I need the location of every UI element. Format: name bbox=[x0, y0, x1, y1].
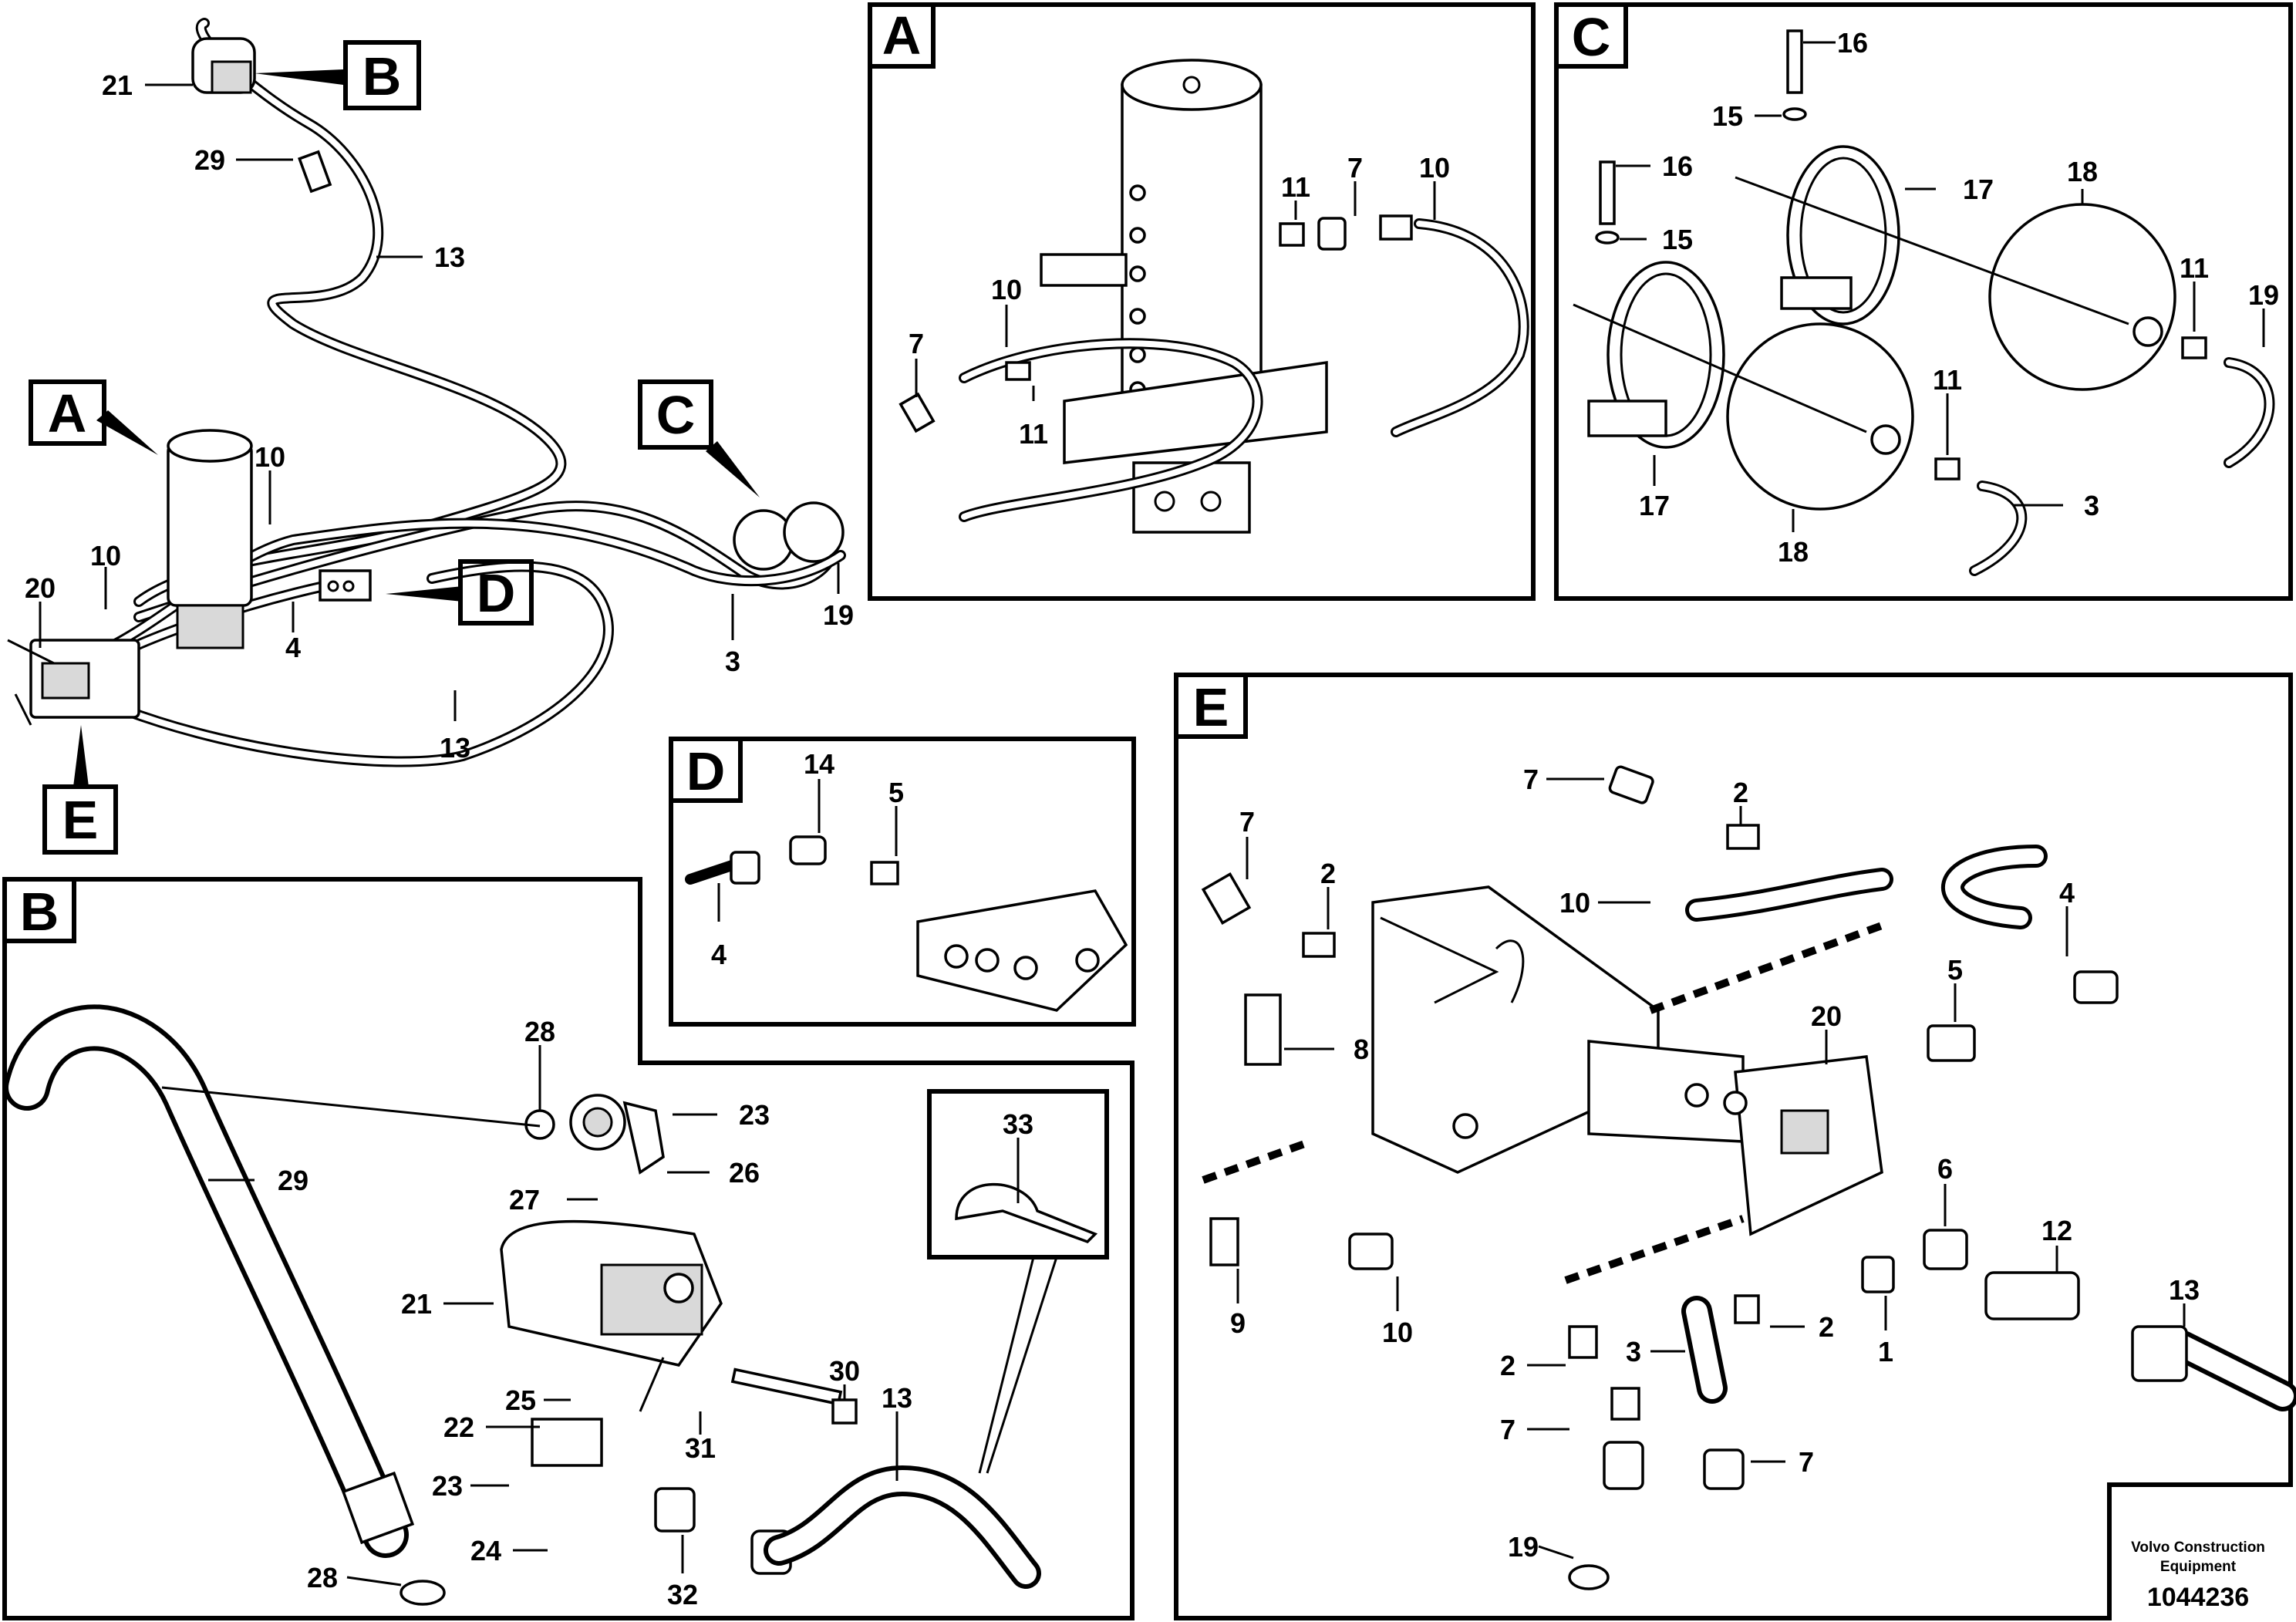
publisher-block: Volvo Construction Equipment 1044236 bbox=[2131, 1539, 2265, 1612]
callout-2: 2 bbox=[1320, 858, 1336, 889]
callout-10: 10 bbox=[1419, 152, 1450, 184]
callout-26: 26 bbox=[729, 1157, 760, 1189]
callout-11: 11 bbox=[1019, 418, 1048, 450]
publisher-line-2: Equipment bbox=[2160, 1559, 2237, 1575]
callout-24: 24 bbox=[470, 1535, 501, 1566]
callout-28: 28 bbox=[524, 1016, 555, 1047]
callout-27: 27 bbox=[509, 1184, 540, 1216]
overview-callouts: 21 29 13 10 10 20 4 3 19 13 bbox=[25, 69, 854, 764]
callout-6: 6 bbox=[1937, 1153, 1953, 1185]
callout-2: 2 bbox=[1733, 777, 1748, 808]
callout-11: 11 bbox=[2180, 252, 2209, 284]
callout-30: 30 bbox=[829, 1355, 860, 1387]
callout-23: 23 bbox=[739, 1099, 770, 1131]
detail-b-panel: B 33 28 23 bbox=[2, 877, 1135, 1620]
callout-15: 15 bbox=[1712, 100, 1743, 132]
callout-17: 17 bbox=[1639, 490, 1670, 521]
callout-31: 31 bbox=[685, 1432, 716, 1464]
callout-10: 10 bbox=[1559, 887, 1590, 919]
callout-32: 32 bbox=[667, 1579, 698, 1610]
svg-text:D: D bbox=[477, 563, 516, 623]
callout-29: 29 bbox=[278, 1165, 308, 1196]
callout-23: 23 bbox=[432, 1470, 463, 1502]
callout-13: 13 bbox=[882, 1382, 912, 1414]
callout-5: 5 bbox=[1947, 954, 1963, 986]
callout-3: 3 bbox=[2084, 490, 2099, 521]
svg-text:C: C bbox=[656, 385, 696, 445]
callout-12: 12 bbox=[2041, 1215, 2072, 1246]
svg-text:E: E bbox=[1193, 677, 1229, 737]
callout-19: 19 bbox=[823, 599, 854, 631]
callout-33: 33 bbox=[1003, 1108, 1033, 1140]
svg-text:A: A bbox=[48, 383, 87, 443]
callout-4: 4 bbox=[2059, 877, 2075, 909]
callout-16: 16 bbox=[1837, 27, 1868, 59]
callout-7: 7 bbox=[1523, 764, 1539, 795]
callout-18: 18 bbox=[1778, 536, 1809, 568]
callout-20: 20 bbox=[1811, 1000, 1842, 1032]
callout-9: 9 bbox=[1230, 1307, 1246, 1339]
overview-letter-d: D bbox=[458, 559, 534, 626]
callout-17: 17 bbox=[1963, 174, 1994, 205]
callout-21: 21 bbox=[401, 1288, 432, 1320]
publisher-line-1: Volvo Construction bbox=[2131, 1539, 2265, 1556]
callout-13: 13 bbox=[440, 732, 470, 764]
callout-3: 3 bbox=[725, 646, 740, 677]
callout-5: 5 bbox=[888, 777, 904, 808]
callout-28: 28 bbox=[307, 1562, 338, 1593]
svg-text:E: E bbox=[62, 790, 99, 850]
detail-c-panel: C 16 15 16 15 17 bbox=[1554, 2, 2293, 601]
callout-10: 10 bbox=[991, 274, 1022, 305]
callout-11: 11 bbox=[1281, 171, 1310, 203]
callout-22: 22 bbox=[443, 1411, 474, 1443]
callout-15: 15 bbox=[1662, 224, 1693, 255]
callout-21: 21 bbox=[102, 69, 133, 101]
callout-19: 19 bbox=[2248, 279, 2279, 311]
svg-text:B: B bbox=[362, 46, 402, 106]
callout-10: 10 bbox=[90, 540, 121, 572]
callout-18: 18 bbox=[2067, 156, 2098, 187]
detail-d-panel: D 14 5 4 bbox=[669, 737, 1136, 1027]
callout-13: 13 bbox=[2169, 1274, 2200, 1306]
callout-2: 2 bbox=[1819, 1311, 1834, 1343]
callout-10: 10 bbox=[1382, 1317, 1413, 1348]
svg-text:D: D bbox=[686, 741, 726, 801]
overview-letter-b: B bbox=[343, 40, 421, 110]
detail-e-panel: E bbox=[1174, 673, 2296, 1620]
callout-13: 13 bbox=[434, 241, 465, 273]
callout-1: 1 bbox=[1878, 1336, 1893, 1367]
overview-letter-a: A bbox=[29, 379, 106, 446]
document-number: 1044236 bbox=[2147, 1583, 2249, 1612]
callout-16: 16 bbox=[1662, 150, 1693, 182]
callout-14: 14 bbox=[804, 748, 834, 780]
callout-7: 7 bbox=[909, 328, 924, 359]
detail-a-panel: A 11 7 10 10 7 11 bbox=[868, 2, 1536, 601]
svg-text:A: A bbox=[882, 5, 922, 66]
callout-4: 4 bbox=[711, 939, 727, 970]
svg-text:C: C bbox=[1572, 7, 1611, 67]
overview-letter-c: C bbox=[638, 379, 713, 450]
callout-29: 29 bbox=[194, 144, 225, 176]
callout-7: 7 bbox=[1500, 1414, 1515, 1445]
overview-assembly bbox=[7, 18, 846, 787]
callout-19: 19 bbox=[1508, 1531, 1539, 1563]
callout-2: 2 bbox=[1500, 1350, 1515, 1381]
overview-letter-e: E bbox=[42, 784, 118, 855]
callout-8: 8 bbox=[1354, 1034, 1369, 1065]
callout-3: 3 bbox=[1626, 1336, 1641, 1367]
callout-25: 25 bbox=[505, 1384, 536, 1416]
callout-10: 10 bbox=[255, 441, 285, 473]
svg-text:B: B bbox=[20, 882, 59, 942]
callout-4: 4 bbox=[285, 632, 301, 663]
callout-7: 7 bbox=[1347, 152, 1363, 184]
callout-20: 20 bbox=[25, 572, 56, 604]
callout-11: 11 bbox=[1933, 364, 1962, 396]
callout-7: 7 bbox=[1239, 806, 1255, 838]
callout-7: 7 bbox=[1799, 1446, 1814, 1478]
